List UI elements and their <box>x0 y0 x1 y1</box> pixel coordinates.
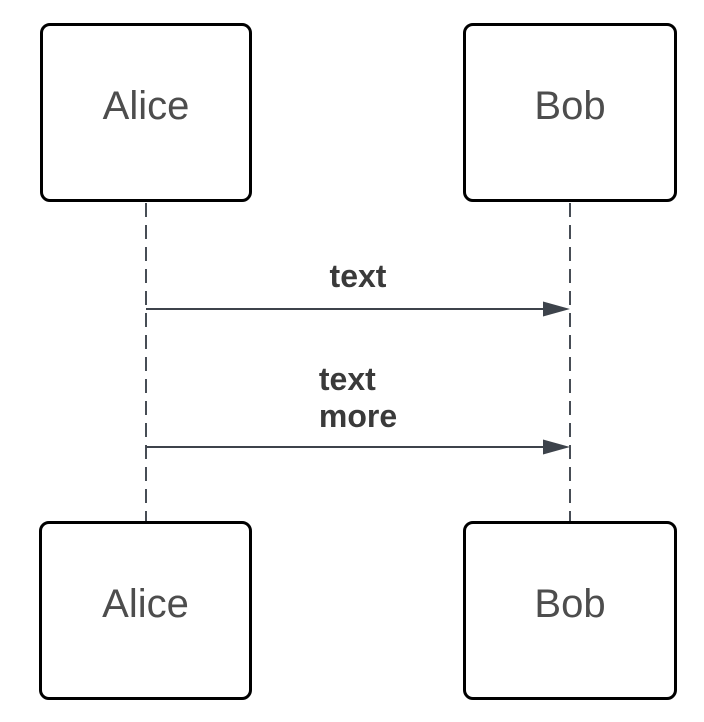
message-arrow-2 <box>146 439 570 455</box>
actor-label-bob-bottom: Bob <box>534 582 606 626</box>
message-label-2-text: text more <box>319 361 397 435</box>
arrowhead-icon <box>543 301 570 317</box>
actor-box-bob-top: Bob <box>463 23 677 202</box>
actor-box-alice-bottom: Alice <box>39 521 252 700</box>
message-label-1: text <box>146 258 570 295</box>
arrowhead-icon <box>543 439 570 455</box>
message-label-2: text more <box>146 361 570 435</box>
message-label-1-text: text <box>330 258 387 295</box>
actor-box-bob-bottom: Bob <box>463 521 677 700</box>
message-2-line-2: more <box>318 398 398 434</box>
message-2-line-1: text <box>318 361 376 397</box>
actor-label-alice-top: Alice <box>102 84 190 128</box>
actor-label-bob-top: Bob <box>534 84 606 128</box>
actor-label-alice-bottom: Alice <box>102 582 189 626</box>
actor-box-alice-top: Alice <box>40 23 252 202</box>
message-arrow-1 <box>146 301 570 317</box>
message-1-line-1: text <box>329 258 387 294</box>
